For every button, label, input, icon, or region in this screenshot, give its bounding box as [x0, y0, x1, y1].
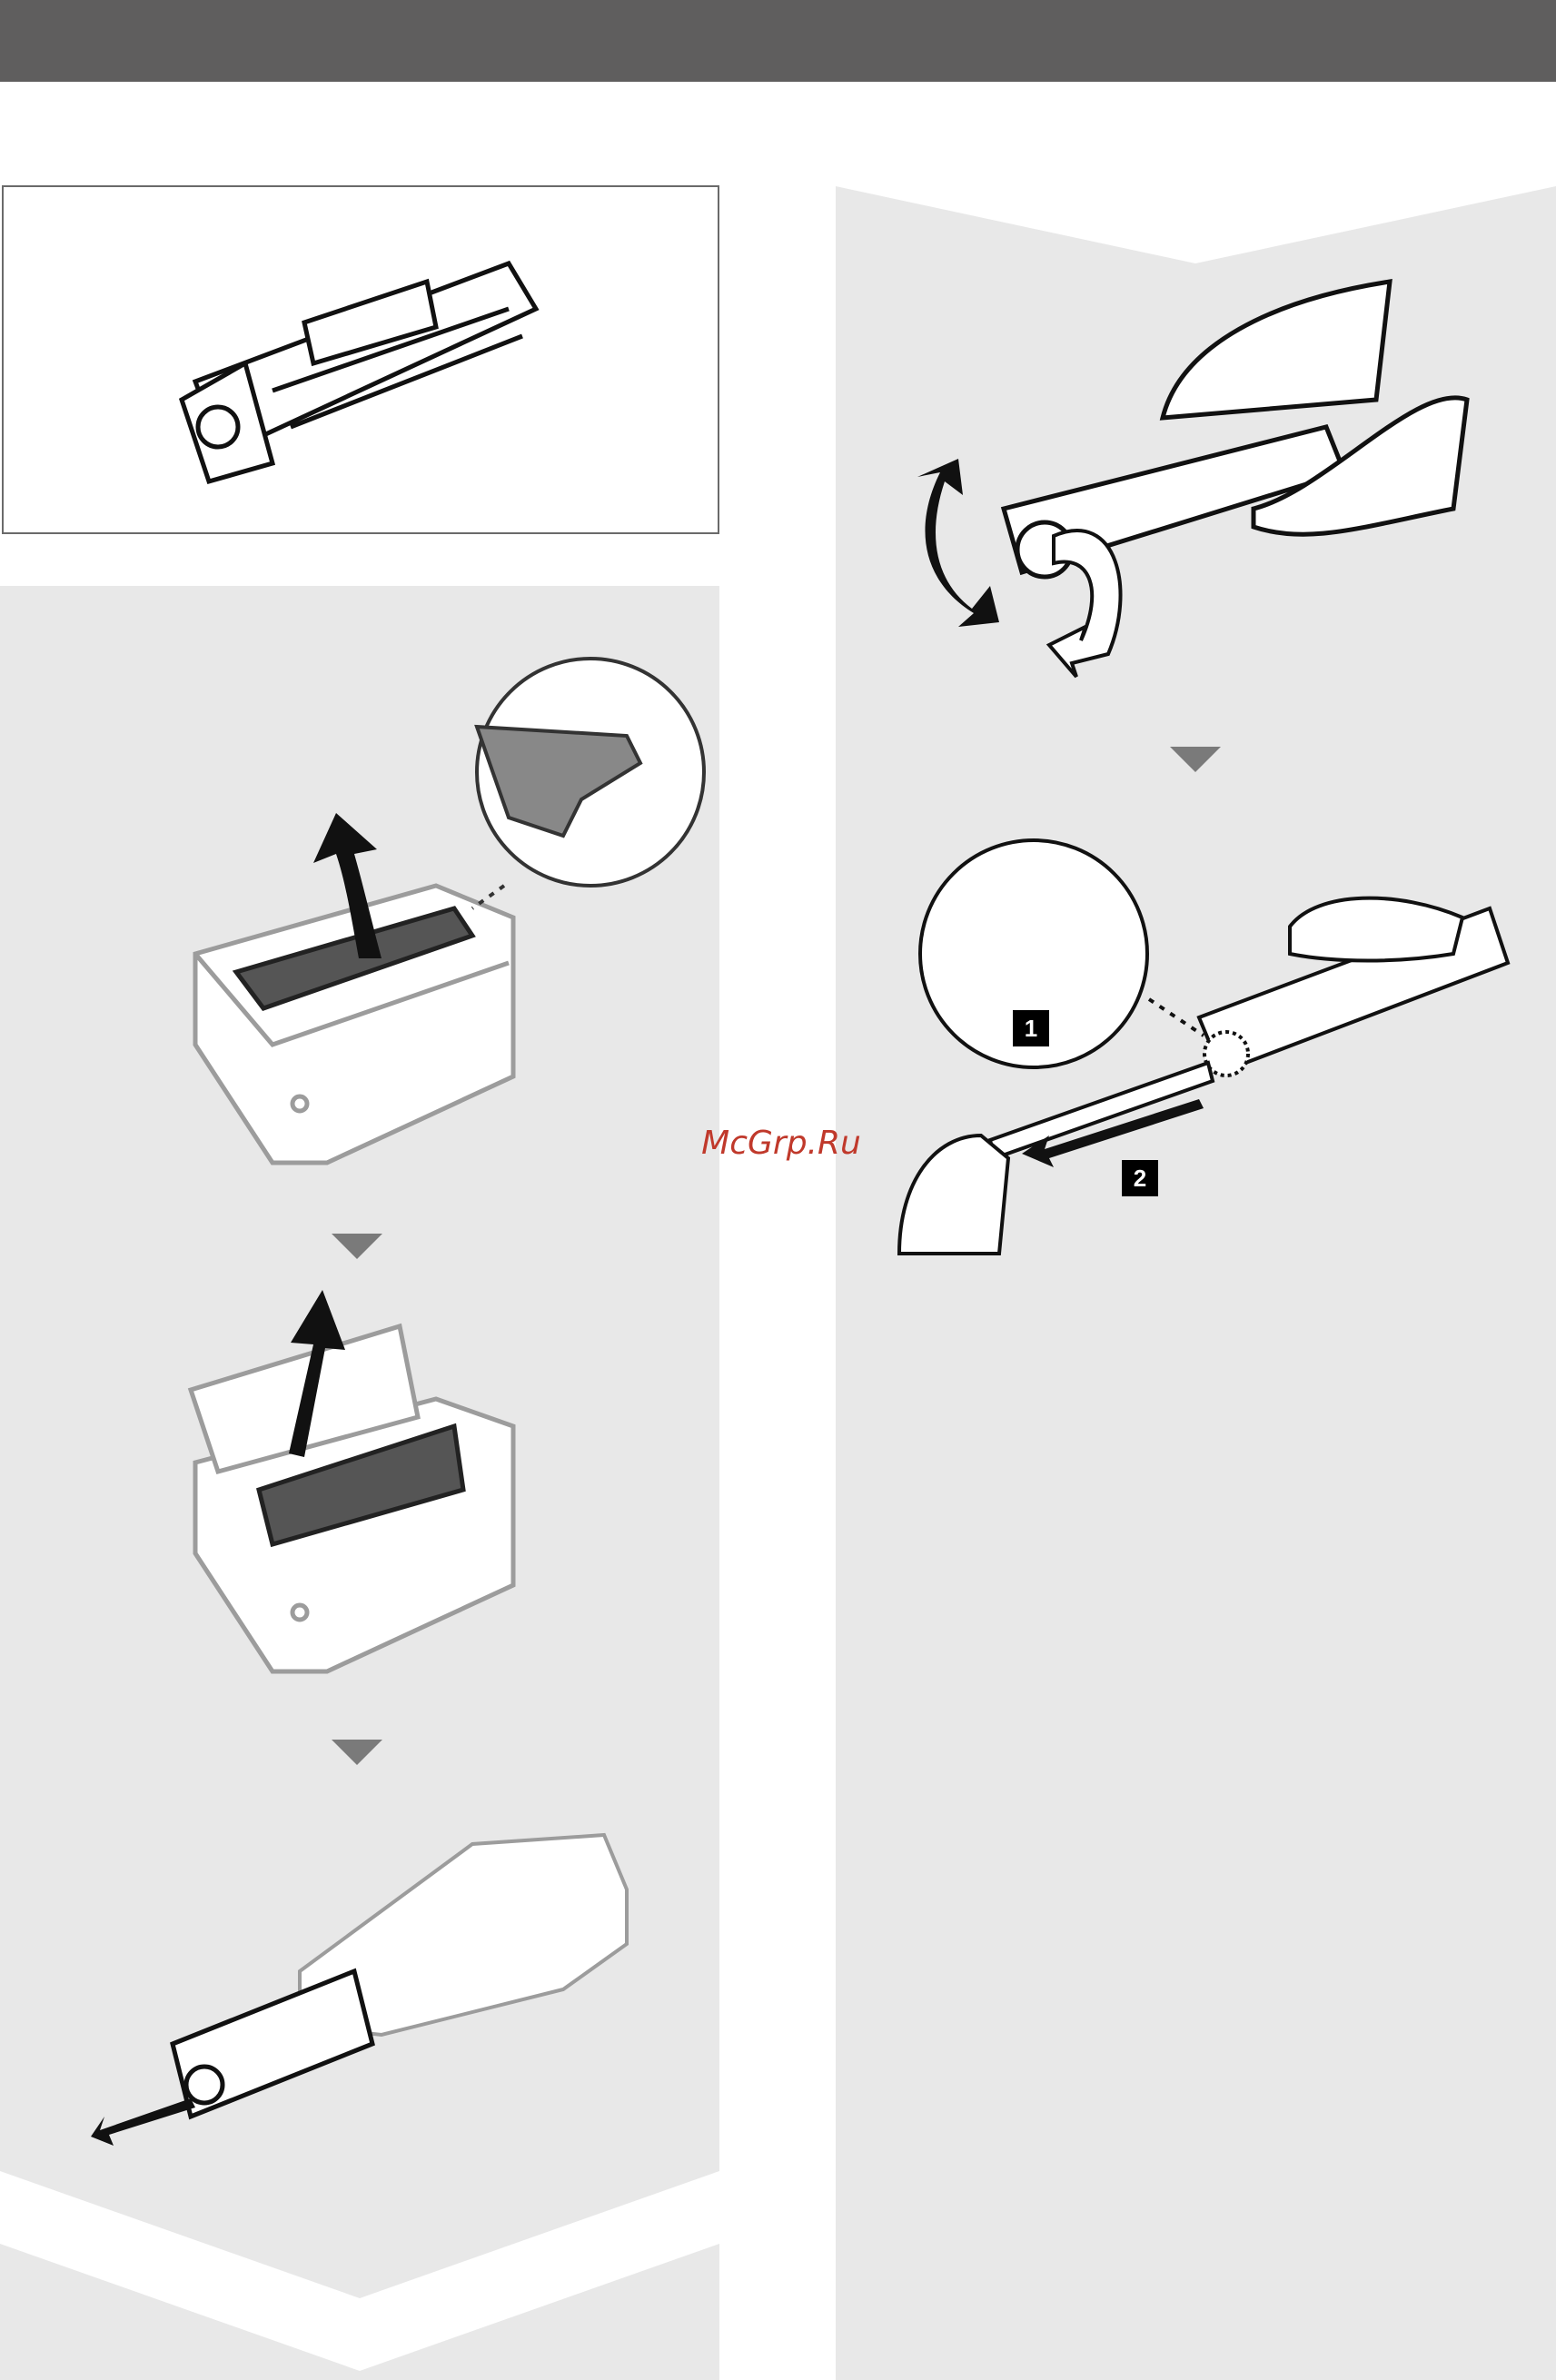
- step-label-1: 1: [1013, 1010, 1049, 1046]
- step-arrow-3: [1170, 747, 1221, 772]
- pull-out-arrow-icon: [91, 2098, 195, 2146]
- pull-seal-tape-icon: [899, 840, 1508, 1254]
- watermark-text: McGrp.Ru: [690, 1125, 872, 1162]
- shake-arrow-icon: [917, 459, 999, 627]
- step-label-2: 2: [1122, 1160, 1158, 1196]
- zoom-detail-icon: [472, 659, 704, 908]
- step-arrow-1: [332, 1234, 382, 1259]
- toner-cartridge-icon: [182, 263, 536, 481]
- step-arrow-2: [332, 1740, 382, 1765]
- rotate-arrow-icon: [1049, 531, 1121, 677]
- remove-cartridge-icon: [191, 1326, 513, 1671]
